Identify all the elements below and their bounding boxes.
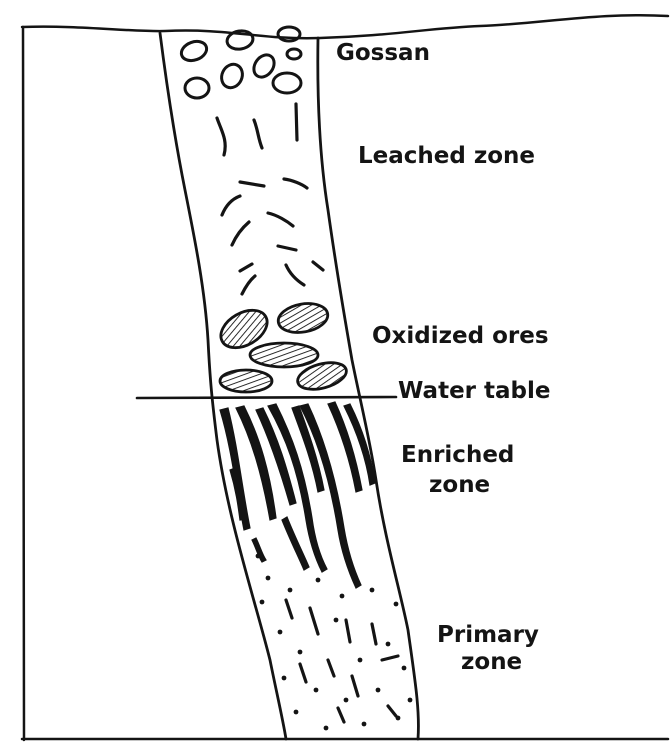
- ground-surface-line: [22, 15, 668, 38]
- label-leached-zone: Leached zone: [358, 143, 535, 169]
- gossan-fragment: [273, 73, 301, 93]
- leached-mark: [240, 264, 252, 271]
- primary-zone-dashes: [286, 600, 398, 722]
- primary-dot: [256, 554, 261, 559]
- label-oxidized-ores: Oxidized ores: [372, 323, 549, 349]
- label-primary-line1: Primary: [437, 622, 539, 648]
- primary-dot: [314, 688, 319, 693]
- primary-dot: [324, 726, 329, 731]
- gossan-fragment: [218, 61, 246, 91]
- leached-mark: [217, 118, 225, 155]
- gossan-fragment: [185, 78, 209, 98]
- primary-dot: [362, 722, 367, 727]
- enriched-streak: [300, 404, 361, 588]
- primary-dash: [372, 624, 376, 644]
- gossan-fragment: [287, 49, 301, 59]
- leached-mark: [242, 276, 255, 294]
- leached-mark: [284, 179, 307, 188]
- primary-dash: [388, 706, 396, 716]
- leached-mark: [232, 222, 249, 245]
- primary-dot: [376, 688, 381, 693]
- primary-dot: [316, 578, 321, 583]
- primary-dot: [298, 650, 303, 655]
- primary-dot: [394, 602, 399, 607]
- primary-dash: [352, 676, 358, 696]
- left-frame-line: [23, 27, 24, 740]
- gossan-fragment: [179, 38, 210, 64]
- primary-dot: [260, 600, 265, 605]
- primary-dash: [328, 660, 334, 676]
- primary-dot: [288, 588, 293, 593]
- leached-mark: [254, 120, 262, 148]
- oxidized-ore-body: [250, 343, 318, 367]
- leached-mark: [240, 182, 264, 186]
- label-primary-line2: zone: [461, 649, 522, 675]
- oxidized-ore-body: [276, 300, 330, 336]
- primary-dot: [370, 588, 375, 593]
- label-enriched-line1: Enriched: [401, 442, 514, 468]
- primary-dash: [310, 608, 318, 634]
- enriched-streak: [282, 517, 309, 570]
- primary-dash: [300, 664, 306, 682]
- leached-zone-marks: [217, 104, 323, 294]
- leached-mark: [278, 246, 296, 250]
- primary-dot: [344, 698, 349, 703]
- water-table-line: [137, 397, 396, 398]
- primary-dot: [334, 618, 339, 623]
- label-water-table: Water table: [398, 378, 550, 404]
- oxidized-ore-body: [220, 370, 272, 392]
- label-gossan: Gossan: [336, 40, 430, 66]
- primary-dot: [358, 658, 363, 663]
- primary-dash: [346, 620, 350, 642]
- primary-dash: [338, 708, 344, 722]
- primary-dot: [340, 594, 345, 599]
- leached-mark: [313, 262, 323, 270]
- primary-dot: [408, 698, 413, 703]
- leached-mark: [286, 265, 304, 285]
- primary-dot: [402, 666, 407, 671]
- gossan-fragment: [250, 51, 279, 81]
- leached-mark: [296, 104, 297, 140]
- oxidized-ore-bodies: [214, 300, 349, 394]
- primary-dot: [386, 642, 391, 647]
- primary-dot: [278, 630, 283, 635]
- primary-dot: [294, 710, 299, 715]
- primary-dash: [286, 600, 292, 618]
- label-enriched-line2: zone: [429, 472, 490, 498]
- primary-dash: [382, 656, 398, 660]
- primary-dot: [266, 576, 271, 581]
- enriched-streak: [252, 538, 266, 562]
- leached-mark: [268, 213, 293, 226]
- leached-mark: [222, 196, 240, 215]
- primary-dot: [282, 676, 287, 681]
